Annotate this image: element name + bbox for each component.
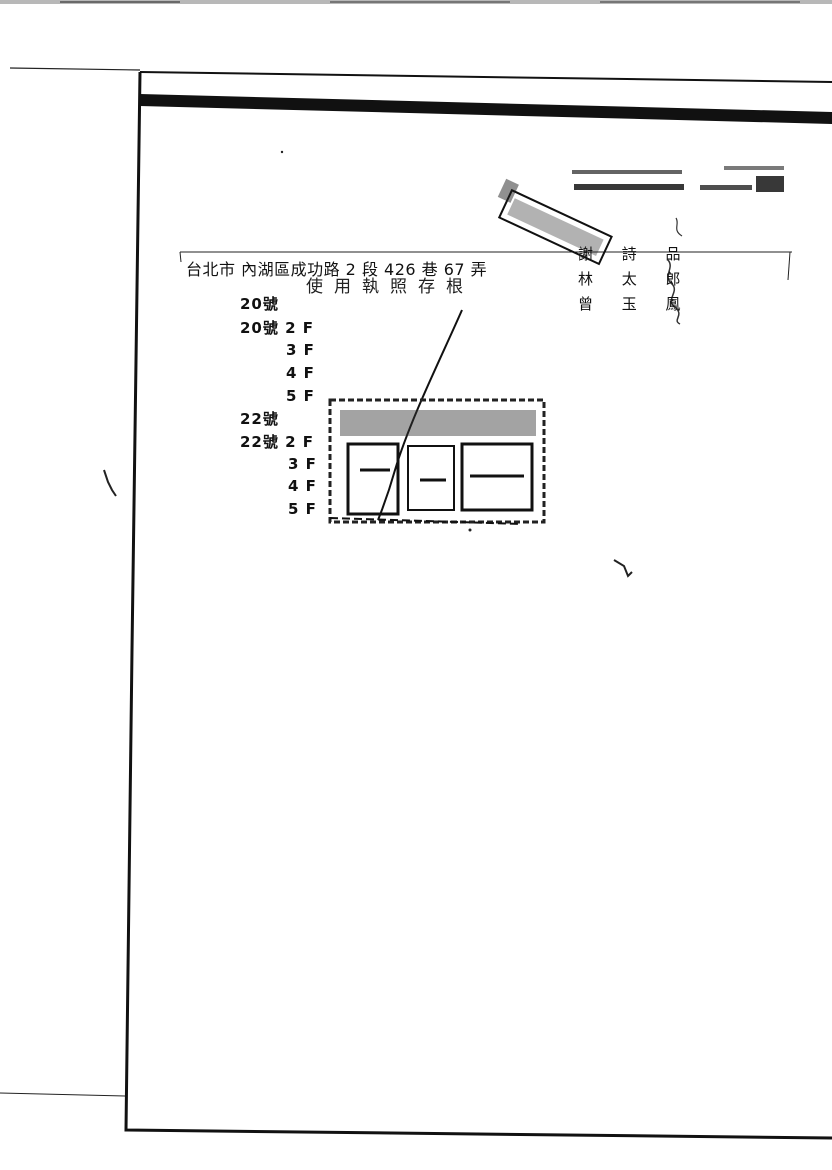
outer-page-edge [9, 67, 141, 71]
pen-stroke [377, 309, 463, 521]
address-line: 台北市 內湖區成功路 2 段 426 巷 67 弄 [186, 260, 488, 279]
form-left-tick [179, 251, 182, 263]
owner-name: 曾 玉 鳳 [578, 295, 693, 313]
floor-entry: 20號 2 F [240, 319, 315, 337]
top-right-printed-header [572, 166, 784, 192]
floor-entry: 22號 2 F [240, 433, 315, 451]
floor-entry: 3 F [288, 455, 317, 473]
floor-entry: 5 F [286, 387, 315, 405]
floor-entry: 4 F [288, 477, 317, 495]
scan-specks [103, 150, 633, 578]
top-edge-noise [0, 0, 832, 4]
form-right-tick [787, 251, 791, 281]
owner-names: 謝 詩 品 林 太 郎 曾 玉 鳳 [578, 242, 693, 317]
handwritten-mark-top [675, 217, 683, 237]
owner-name: 林 太 郎 [578, 270, 693, 288]
floor-entry: 3 F [286, 341, 315, 359]
sheet-border [124, 71, 832, 1140]
square-stamp [328, 398, 546, 525]
diagonal-seal [497, 178, 613, 266]
owner-name: 謝 詩 品 [578, 245, 693, 263]
top-black-band [140, 94, 832, 124]
floor-entry: 5 F [288, 500, 317, 518]
floor-entry: 22號 [240, 410, 279, 428]
sheet-top-edge [139, 71, 832, 83]
handwritten-scribble [667, 259, 681, 325]
floor-entry: 4 F [286, 364, 315, 382]
floor-entry: 20號 [240, 295, 279, 313]
bottom-page-edge [0, 1092, 126, 1097]
handwritten-title: 使用執照存根 [306, 277, 474, 297]
